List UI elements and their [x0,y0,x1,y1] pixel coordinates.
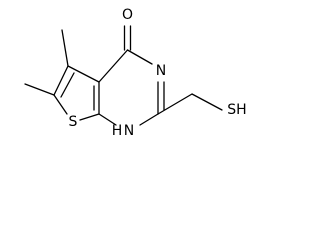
ring-sulfur-label: S [69,114,78,130]
bond-methyl-6 [24,83,55,96]
bond-n1-c7a [98,113,117,126]
bond-ch2-sh [191,93,223,111]
bond-s1-c7a [79,113,100,121]
bond-c4-n3 [126,49,153,65]
thiol-label: SH [227,102,246,118]
bond-c3-c2-a [53,65,69,96]
nitrogen-label: N [156,63,166,79]
bond-c2-s1 [53,94,68,115]
amine-nitrogen-label: N [124,123,134,139]
bond-c2-ch2 [157,93,193,115]
bond-methyl-5 [61,29,69,67]
oxygen-label: O [122,7,133,23]
chemical-structure: O N S H N SH [24,7,247,139]
bond-c3-c2-b [60,72,75,98]
bond-c3a-c4 [98,49,129,83]
amine-hydrogen-label: H [112,123,123,139]
bond-lines [24,25,223,126]
bond-c3a-c3 [67,65,100,83]
bond-c2-n1 [139,113,159,126]
